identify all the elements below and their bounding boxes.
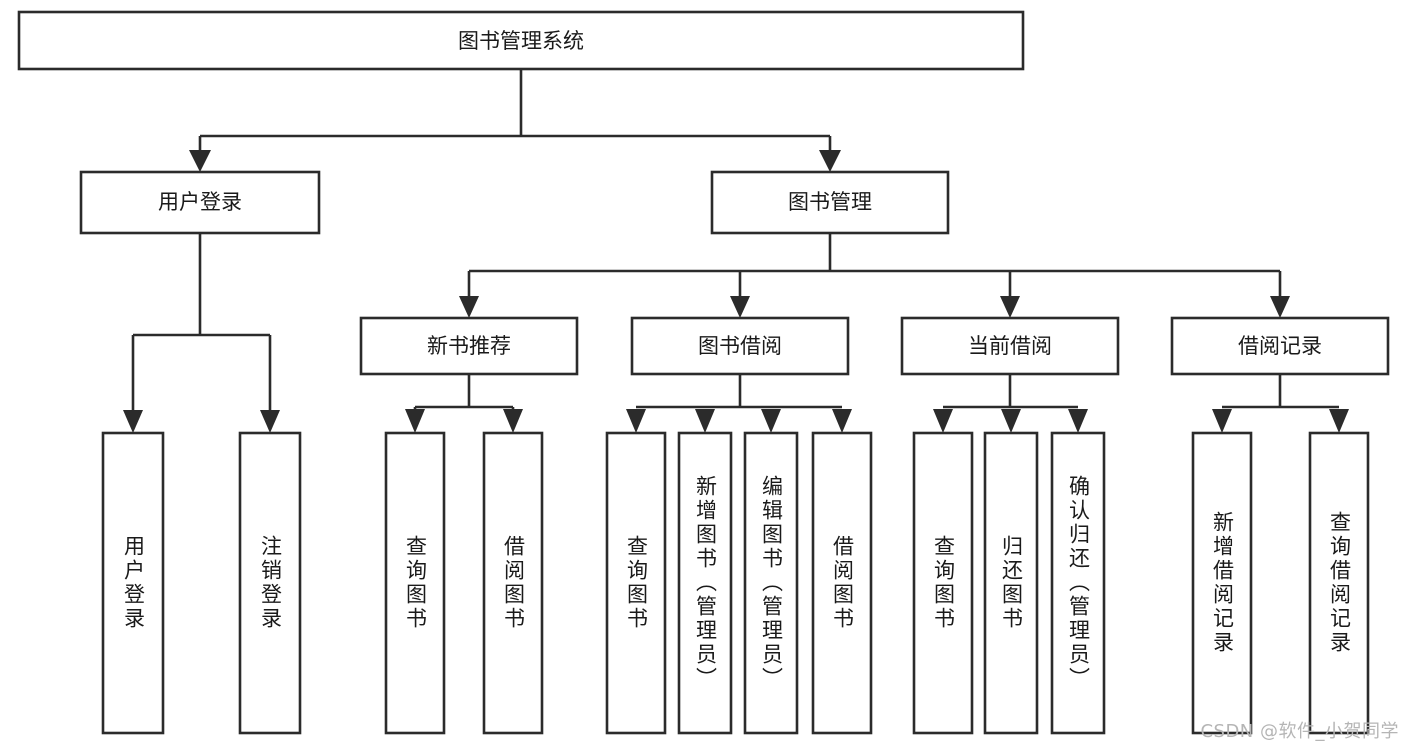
arrowhead-book-borrow xyxy=(730,296,750,318)
node-book-management[interactable]: 图书管理 xyxy=(710,170,950,235)
node-user-login[interactable]: 用户登录 xyxy=(79,170,321,235)
node-book-management-box[interactable] xyxy=(710,170,950,235)
arrowhead-leaf-return-book xyxy=(1001,409,1021,433)
connector-group-book-borrow xyxy=(626,374,852,433)
arrowhead-leaf-borrow-book xyxy=(832,409,852,433)
node-current-borrow-box[interactable] xyxy=(900,316,1120,376)
node-book-management-label: 图书管理 xyxy=(788,190,872,214)
arrowhead-leaf-user-login xyxy=(123,410,143,433)
node-leaf-edit-book-box[interactable] xyxy=(743,431,799,735)
arrowhead-borrow-records xyxy=(1270,296,1290,318)
node-book-borrow-label: 图书借阅 xyxy=(698,334,782,358)
node-root-label: 图书管理系统 xyxy=(458,29,584,53)
node-new-book-recommend-label: 新书推荐 xyxy=(427,334,511,358)
node-leaf-borrow-book-box[interactable] xyxy=(811,431,873,735)
node-book-borrow-box[interactable] xyxy=(630,316,850,376)
node-leaf-confirm-return-box[interactable] xyxy=(1050,431,1106,735)
node-new-book-recommend-box[interactable] xyxy=(359,316,579,376)
node-root[interactable]: 图书管理系统 xyxy=(17,10,1025,71)
node-leaf-user-login-box[interactable] xyxy=(101,431,165,735)
arrowhead-leaf-logout xyxy=(260,410,280,433)
node-borrow-records[interactable]: 借阅记录 xyxy=(1170,316,1390,376)
arrowhead-leaf-query-record xyxy=(1329,409,1349,433)
arrowhead-book-mgmt xyxy=(819,150,841,172)
connector-group-borrow-records xyxy=(1212,374,1349,433)
arrowhead-leaf-confirm-return xyxy=(1068,409,1088,433)
node-leaf-add-record-box[interactable] xyxy=(1191,431,1253,735)
arrowhead-leaf-borrow-book-new xyxy=(503,409,523,433)
node-current-borrow-label: 当前借阅 xyxy=(968,334,1052,358)
node-book-borrow[interactable]: 图书借阅 xyxy=(630,316,850,376)
node-leaf-logout-box[interactable] xyxy=(238,431,302,735)
node-borrow-records-label: 借阅记录 xyxy=(1238,334,1322,358)
node-root-box[interactable] xyxy=(17,10,1025,71)
node-leaf-add-book-box[interactable] xyxy=(677,431,733,735)
node-leaf-borrow-book-new-box[interactable] xyxy=(482,431,544,735)
node-user-login-box[interactable] xyxy=(79,170,321,235)
arrowhead-new-book-recommend xyxy=(459,296,479,318)
connector-group-user-login xyxy=(123,233,280,433)
arrowhead-leaf-query-book-new xyxy=(405,409,425,433)
node-leaf-query-record-box[interactable] xyxy=(1308,431,1370,735)
arrowhead-current-borrow xyxy=(1000,296,1020,318)
node-new-book-recommend[interactable]: 新书推荐 xyxy=(359,316,579,376)
arrowhead-leaf-edit-book xyxy=(761,409,781,433)
arrowhead-leaf-query-book-borrow xyxy=(626,409,646,433)
watermark: CSDN @软件_小贺同学 xyxy=(1200,721,1399,742)
arrowhead-leaf-add-book xyxy=(695,409,715,433)
node-current-borrow[interactable]: 当前借阅 xyxy=(900,316,1120,376)
node-leaf-query-book-new-box[interactable] xyxy=(384,431,446,735)
node-leaf-query-book-borrow-box[interactable] xyxy=(605,431,667,735)
connector-group-book-mgmt xyxy=(459,233,1290,318)
node-user-login-label: 用户登录 xyxy=(158,190,242,214)
node-borrow-records-box[interactable] xyxy=(1170,316,1390,376)
connector-group-new-book-recommend xyxy=(405,374,523,433)
arrowhead-leaf-query-book-current xyxy=(933,409,953,433)
arrowhead-user-login xyxy=(189,150,211,172)
node-leaf-query-book-current-box[interactable] xyxy=(912,431,974,735)
node-leaf-return-book-box[interactable] xyxy=(983,431,1039,735)
arrowhead-leaf-add-record xyxy=(1212,409,1232,433)
connector-group-current-borrow xyxy=(933,374,1088,433)
connector-group-root xyxy=(189,69,841,172)
